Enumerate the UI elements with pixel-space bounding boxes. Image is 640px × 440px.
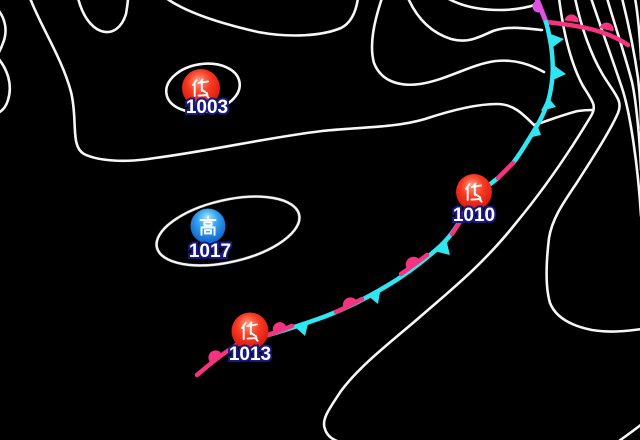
isobar-line — [29, 0, 594, 163]
low-symbol-glyph — [465, 182, 483, 203]
cold-front-warm-segment — [495, 160, 516, 181]
stationary-front-warm-parts — [258, 208, 468, 340]
isobar-line — [322, 0, 596, 440]
pressure-system-low-1010: 1010 — [451, 174, 497, 228]
warm-front-semicircle — [532, 1, 541, 13]
warm-front-semicircle — [342, 297, 357, 309]
isobar-line — [166, 0, 359, 37]
warm-front — [543, 14, 631, 48]
low-symbol-glyph — [241, 321, 259, 342]
pressure-system-high-1017: 1017 — [187, 208, 233, 264]
pressure-value: 1010 — [453, 205, 495, 226]
warm-segment-line — [398, 252, 430, 277]
cold-front-triangle — [528, 124, 541, 138]
isobar-line — [621, 0, 640, 129]
isobar-closed-high — [155, 195, 301, 267]
pressure-system-low-1013: 1013 — [227, 312, 273, 367]
cold-front-triangle — [294, 320, 309, 336]
warm-front-semicircle — [405, 256, 419, 270]
isobar-line — [370, 0, 546, 86]
isobar-closed-low — [164, 62, 242, 114]
isobar-line — [0, 10, 7, 54]
warm-front-line — [194, 341, 241, 378]
warm-front-tail — [194, 341, 241, 378]
occluded-front-markers — [532, 1, 541, 13]
cold-front-markers — [528, 33, 566, 138]
warm-front-semicircle — [208, 350, 221, 362]
isobar-line — [606, 0, 640, 171]
cold-front-triangle — [434, 239, 450, 255]
isobar-line — [0, 58, 12, 114]
warm-front-semicircle — [599, 22, 614, 32]
isobar-line — [634, 0, 640, 61]
warm-front-tail-markers — [208, 350, 221, 362]
warm-segment-line — [495, 160, 516, 181]
stationary-front — [258, 208, 468, 340]
pressure-systems-layer: 1003 1017 1010 — [182, 69, 497, 367]
isobar-line — [448, 0, 540, 12]
cold-front-triangle — [541, 97, 556, 111]
warm-front-markers — [564, 14, 614, 32]
low-symbol-glyph — [192, 78, 210, 99]
cold-front-triangle — [553, 66, 566, 80]
pressure-value: 1017 — [189, 241, 231, 262]
isobar-line — [545, 0, 640, 333]
warm-front-semicircle — [564, 14, 579, 23]
isobar-line — [407, 0, 544, 42]
pressure-value: 1003 — [186, 97, 228, 118]
isobar-line — [77, 0, 130, 34]
high-symbol-glyph — [199, 215, 217, 236]
cold-front-triangle — [548, 33, 564, 47]
warm-front-semicircle — [272, 322, 286, 331]
stationary-front-triangles — [294, 239, 450, 336]
warm-front-line — [543, 19, 631, 48]
pressure-value: 1013 — [229, 344, 271, 365]
warm-segment-line — [449, 208, 468, 237]
pressure-system-low-1003: 1003 — [182, 69, 230, 120]
cold-front-triangle — [367, 287, 381, 304]
stationary-front-semicircles — [272, 256, 419, 331]
